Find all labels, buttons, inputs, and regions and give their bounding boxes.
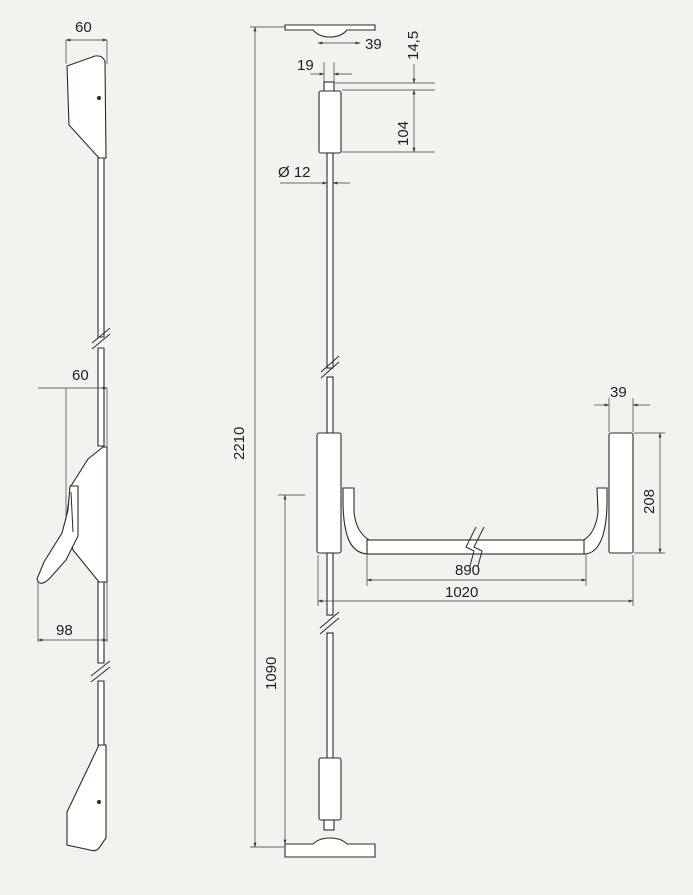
- side-handle-slot: [70, 491, 74, 533]
- side-bottom-lock-housing: [66, 744, 107, 852]
- dim-strike-width: 39: [365, 36, 382, 53]
- side-handle-lever: [36, 485, 79, 584]
- dim-bolt-head-height: 104: [395, 121, 412, 146]
- front-push-bar-break: [465, 526, 485, 567]
- side-top-lock-housing: [66, 55, 107, 159]
- side-top-rod-break: [91, 327, 111, 350]
- side-rod-lower-segment: [97, 347, 105, 447]
- front-lower-rod-segment: [326, 632, 334, 759]
- side-bottom-rod-break: [90, 660, 111, 683]
- dim-end-cap-width: 39: [610, 384, 627, 401]
- front-top-rod: [326, 152, 334, 369]
- side-mid-housing: [65, 446, 108, 583]
- side-bottom-rod: [97, 581, 105, 664]
- front-top-rod-break: [320, 355, 340, 379]
- dim-side-mid-width: 60: [72, 367, 89, 384]
- side-bottom-rod-lower: [97, 680, 105, 746]
- dim-bar-length: 890: [455, 562, 480, 579]
- dim-overall-width: 1020: [445, 584, 478, 601]
- dim-bolt-width: 19: [297, 57, 314, 74]
- dim-handle-height: 1090: [263, 657, 280, 690]
- front-end-cap: [608, 432, 634, 554]
- side-bottom-screw: [97, 800, 101, 804]
- side-top-screw: [97, 96, 101, 100]
- dim-side-top-width: 60: [75, 19, 92, 36]
- front-top-strike-plate: [284, 24, 376, 38]
- front-right-handle-arm: [583, 487, 608, 555]
- front-lower-rod: [326, 552, 334, 616]
- side-top-rod: [97, 157, 105, 338]
- front-bottom-strike-plate: [284, 837, 376, 858]
- front-lower-rod-break: [319, 611, 340, 635]
- dim-side-handle-depth: 98: [56, 622, 73, 639]
- front-bottom-bolt-tip: [323, 819, 335, 831]
- front-rod-mid-segment: [326, 376, 334, 434]
- front-push-bar-housing: [316, 432, 342, 554]
- dim-rod-diameter: Ø 12: [278, 164, 311, 181]
- dim-strike-offset: 14,5: [405, 31, 422, 60]
- front-left-handle-arm: [342, 487, 370, 555]
- front-view: 2210 1090 39 19 14,5 104 Ø 12 39: [231, 24, 665, 858]
- dim-overall-height: 2210: [231, 427, 248, 460]
- front-top-bolt-head: [318, 90, 342, 154]
- front-bottom-bolt-head: [318, 757, 342, 821]
- side-view: 60 60 98: [36, 19, 111, 852]
- dim-end-cap-height: 208: [641, 489, 658, 514]
